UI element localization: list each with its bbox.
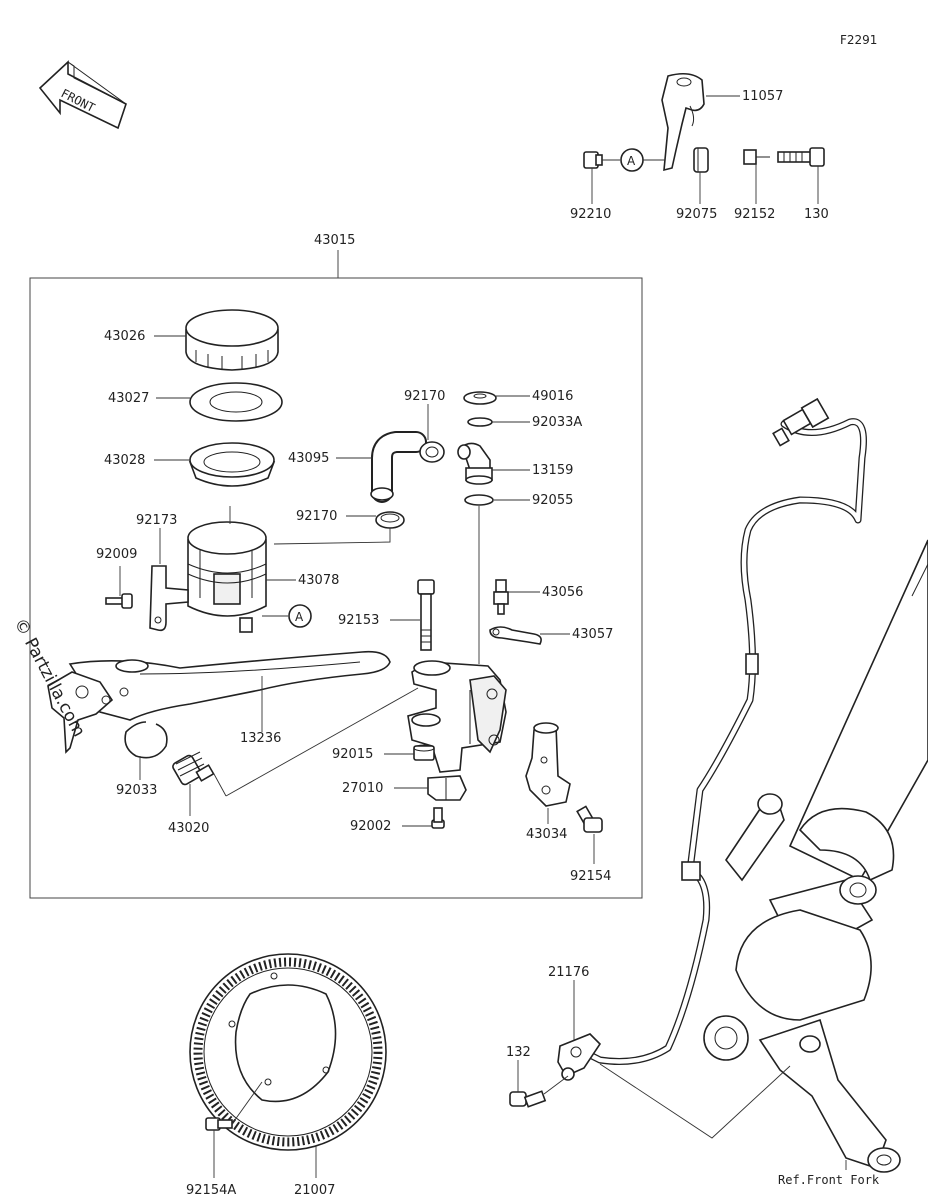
label-92170-lower: 92170: [296, 509, 337, 524]
figure-code: F2291: [840, 33, 877, 47]
abs-rotor-21007[interactable]: [189, 953, 387, 1151]
label-43057: 43057: [572, 627, 613, 642]
bolt-92153[interactable]: [417, 579, 435, 651]
callout-a-box-label: A: [295, 610, 304, 624]
label-92153: 92153: [338, 613, 379, 628]
cap-43057[interactable]: [489, 626, 542, 645]
label-21176: 21176: [548, 965, 589, 980]
front-arrow-icon: FRONT: [38, 60, 127, 130]
label-21007: 21007: [294, 1183, 335, 1198]
label-92015: 92015: [332, 747, 373, 762]
bushing-92075[interactable]: [693, 147, 709, 173]
hose-43095[interactable]: [370, 431, 427, 503]
label-92055: 92055: [532, 493, 573, 508]
label-130: 130: [804, 207, 829, 222]
bolt-130[interactable]: [777, 147, 825, 167]
bolt-132[interactable]: [509, 1090, 547, 1108]
reservoir-bracket-92173[interactable]: [149, 565, 189, 632]
wheel-sensor-21176[interactable]: [557, 1033, 602, 1081]
label-92002: 92002: [350, 819, 391, 834]
diaphragm-43028[interactable]: [188, 442, 276, 487]
callout-a-top-label: A: [627, 154, 636, 168]
label-92170-upper: 92170: [404, 389, 445, 404]
label-92075: 92075: [676, 207, 717, 222]
reservoir-cap-43026[interactable]: [185, 309, 279, 371]
screw-92009[interactable]: [105, 593, 133, 609]
label-13159: 13159: [532, 463, 573, 478]
label-49016: 49016: [532, 389, 573, 404]
nut-92210[interactable]: [583, 151, 603, 169]
switch-27010[interactable]: [427, 775, 467, 801]
nut-92015[interactable]: [413, 744, 435, 761]
bolt-92154A[interactable]: [205, 1117, 233, 1131]
sensor-harness: [576, 397, 867, 1065]
lever-13236[interactable]: [47, 650, 391, 754]
label-132: 132: [506, 1045, 531, 1060]
collar-92152[interactable]: [743, 149, 770, 165]
piston-kit-43020[interactable]: [171, 751, 215, 786]
ref-front-fork: Ref.Front Fork: [778, 1173, 880, 1187]
front-fork: [703, 539, 928, 1173]
screw-92002[interactable]: [431, 807, 445, 829]
label-92152: 92152: [734, 207, 775, 222]
label-92173: 92173: [136, 513, 177, 528]
bolt-92154[interactable]: [576, 805, 603, 833]
label-92210: 92210: [570, 207, 611, 222]
label-43028: 43028: [104, 453, 145, 468]
label-43056: 43056: [542, 585, 583, 600]
assembly-box-43015: [29, 277, 643, 899]
label-43020: 43020: [168, 821, 209, 836]
o-ring-92055[interactable]: [464, 494, 494, 506]
holder-43034[interactable]: [525, 722, 571, 807]
clamp-92170-lower[interactable]: [375, 511, 405, 529]
cap-49016[interactable]: [463, 391, 497, 405]
label-92154: 92154: [570, 869, 611, 884]
bracket-11057[interactable]: [661, 72, 705, 172]
label-43026: 43026: [104, 329, 145, 344]
label-27010: 27010: [342, 781, 383, 796]
label-92033A: 92033A: [532, 415, 582, 430]
circlip-92033[interactable]: [124, 721, 168, 759]
label-43015: 43015: [314, 233, 355, 248]
diaphragm-plate-43027[interactable]: [189, 382, 283, 422]
o-ring-92033A[interactable]: [467, 417, 493, 427]
label-43095: 43095: [288, 451, 329, 466]
clamp-92170-upper[interactable]: [419, 441, 445, 463]
label-43078: 43078: [298, 573, 339, 588]
reservoir-43078[interactable]: [187, 521, 267, 633]
callout-a-box: [288, 604, 312, 628]
label-92009: 92009: [96, 547, 137, 562]
bleeder-43056[interactable]: [493, 579, 509, 615]
master-cylinder-body[interactable]: [407, 660, 507, 773]
label-11057: 11057: [742, 89, 783, 104]
label-92154A: 92154A: [186, 1183, 236, 1198]
label-92033: 92033: [116, 783, 157, 798]
fitting-13159[interactable]: [457, 442, 493, 485]
label-43034: 43034: [526, 827, 567, 842]
label-43027: 43027: [108, 391, 149, 406]
label-13236: 13236: [240, 731, 281, 746]
